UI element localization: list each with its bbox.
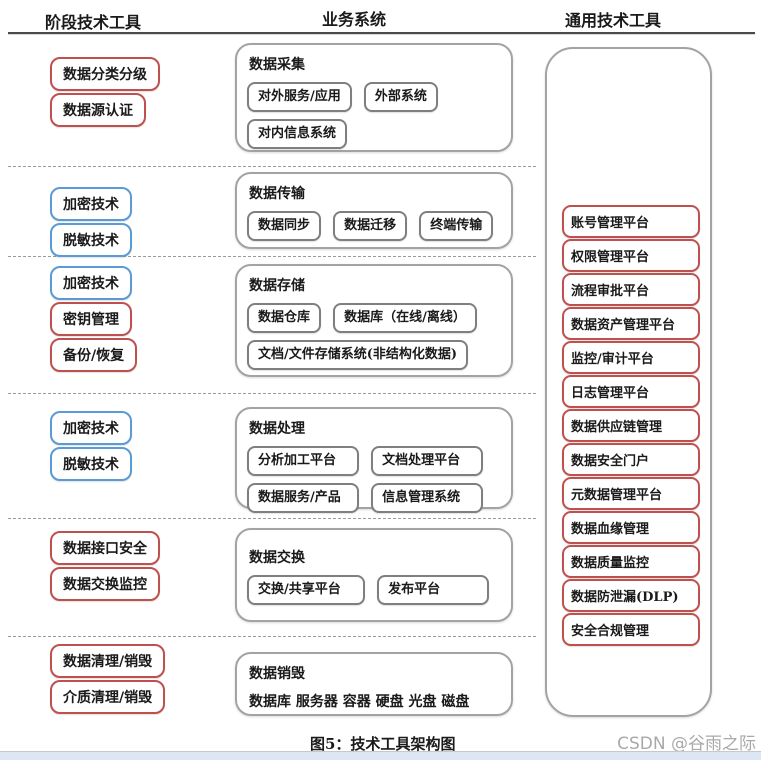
general-tool-box: 监控/审计平台 [562,341,700,374]
stage-tools-transmission: 加密技术 脱敏技术 [50,187,132,259]
stage-tool-box: 数据接口安全 [50,531,160,565]
business-group-collection: 数据采集 对外服务/应用 外部系统 对内信息系统 [235,43,513,152]
system-box: 文档/文件存储系统(非结构化数据) [247,340,469,370]
group-title: 数据存储 [249,278,305,294]
stage-tools-exchange: 数据接口安全 数据交换监控 [50,531,160,603]
section-separator [8,393,536,394]
general-tool-box: 数据资产管理平台 [562,307,700,340]
stage-tool-box: 备份/恢复 [50,338,138,372]
bottom-strip [0,751,761,760]
business-group-exchange: 数据交换 交换/共享平台 发布平台 [235,528,513,622]
stage-tool-box: 数据分类分级 [50,57,160,91]
general-tool-box: 数据质量监控 [562,545,700,578]
stage-tool-box: 脱敏技术 [50,447,132,481]
destruction-media-list: 数据库 服务器 容器 硬盘 光盘 磁盘 [249,694,470,710]
section-separator [8,256,536,257]
system-box: 外部系统 [363,82,438,112]
stage-tool-box: 加密技术 [50,411,132,445]
business-group-processing: 数据处理 分析加工平台 文档处理平台 数据服务/产品 信息管理系统 [235,407,513,513]
stage-tool-box: 加密技术 [50,187,132,221]
stage-tool-box: 介质清理/销毁 [50,680,166,714]
system-box: 对内信息系统 [247,119,348,149]
general-tools-list: 账号管理平台 权限管理平台 流程审批平台 数据资产管理平台 监控/审计平台 日志… [562,205,700,647]
general-tool-box: 账号管理平台 [562,205,700,238]
system-box: 数据服务/产品 [247,483,359,513]
group-title: 数据采集 [249,57,305,73]
stage-tools-storage: 加密技术 密钥管理 备份/恢复 [50,266,138,374]
system-box: 发布平台 [377,575,490,605]
general-tool-box: 数据供应链管理 [562,409,700,442]
system-box: 终端传输 [419,211,494,241]
csdn-watermark: CSDN @谷雨之际 [617,734,756,754]
column-header-business-systems: 业务系统 [322,10,387,29]
system-box: 对外服务/应用 [247,82,352,112]
general-tool-box: 数据安全门户 [562,443,700,476]
system-box: 交换/共享平台 [247,575,365,605]
general-tool-box: 数据防泄漏(DLP) [562,579,700,612]
system-box: 数据仓库 [247,303,322,333]
stage-tool-box: 数据源认证 [50,93,146,127]
general-tool-box: 数据血缘管理 [562,511,700,544]
group-title: 数据销毁 [249,666,305,682]
business-group-storage: 数据存储 数据仓库 数据库（在线/离线） 文档/文件存储系统(非结构化数据) [235,264,513,377]
general-tool-box: 元数据管理平台 [562,477,700,510]
stage-tools-destruction: 数据清理/销毁 介质清理/销毁 [50,644,166,716]
section-separator [8,518,536,519]
group-title: 数据交换 [249,550,305,566]
figure-caption: 图5：技术工具架构图 [310,735,456,753]
stage-tools-processing: 加密技术 脱敏技术 [50,411,132,483]
column-header-general-tools: 通用技术工具 [565,11,662,30]
system-box: 数据同步 [247,211,322,241]
general-tool-box: 日志管理平台 [562,375,700,408]
stage-tool-box: 加密技术 [50,266,132,300]
stage-tool-box: 数据清理/销毁 [50,644,166,678]
stage-tool-box: 脱敏技术 [50,223,132,257]
system-box: 数据迁移 [333,211,408,241]
group-title: 数据处理 [249,421,305,437]
column-header-stage-tools: 阶段技术工具 [45,13,142,32]
system-box: 数据库（在线/离线） [333,303,477,333]
stage-tool-box: 密钥管理 [50,302,132,336]
system-box: 信息管理系统 [371,483,484,513]
section-separator [8,636,536,637]
header-underline [8,32,755,35]
general-tool-box: 安全合规管理 [562,613,700,646]
general-tool-box: 权限管理平台 [562,239,700,272]
stage-tool-box: 数据交换监控 [50,567,160,601]
system-box: 分析加工平台 [247,446,359,476]
section-separator [8,166,536,167]
general-tools-panel: 账号管理平台 权限管理平台 流程审批平台 数据资产管理平台 监控/审计平台 日志… [545,47,712,717]
business-group-destruction: 数据销毁 数据库 服务器 容器 硬盘 光盘 磁盘 [235,652,513,716]
stage-tools-collection: 数据分类分级 数据源认证 [50,57,160,129]
group-title: 数据传输 [249,186,305,202]
general-tool-box: 流程审批平台 [562,273,700,306]
system-box: 文档处理平台 [371,446,484,476]
business-group-transmission: 数据传输 数据同步 数据迁移 终端传输 [235,172,513,249]
